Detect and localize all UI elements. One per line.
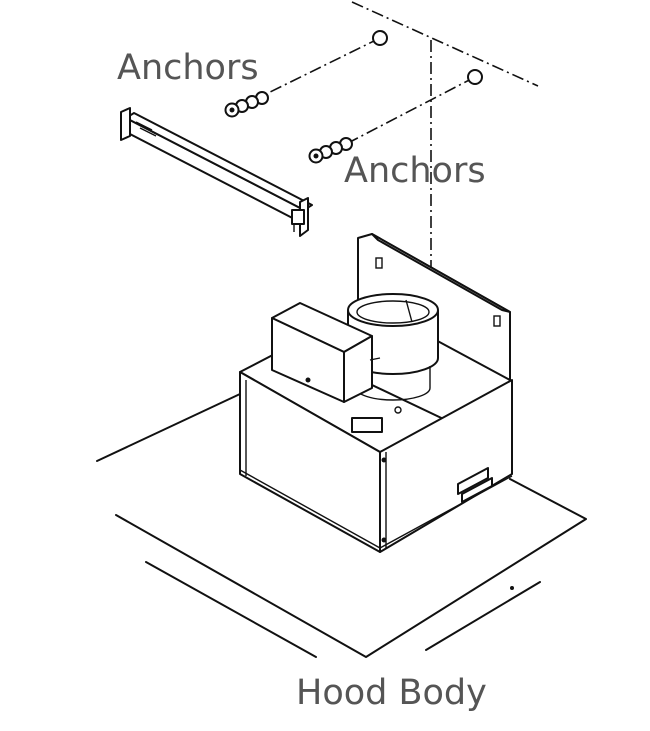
anchors-label-middle: Anchors [344, 151, 486, 191]
alignment-guides [351, 1, 539, 280]
side-latch [457, 467, 493, 503]
control-box [271, 302, 402, 433]
anchor-lower [308, 69, 483, 164]
anchor-upper [224, 30, 388, 118]
motor-box [239, 233, 513, 553]
hood-body [96, 393, 587, 658]
anchors-label-top: Anchors [117, 48, 259, 88]
mounting-bracket [120, 107, 313, 237]
hood-body-label: Hood Body [296, 673, 487, 713]
